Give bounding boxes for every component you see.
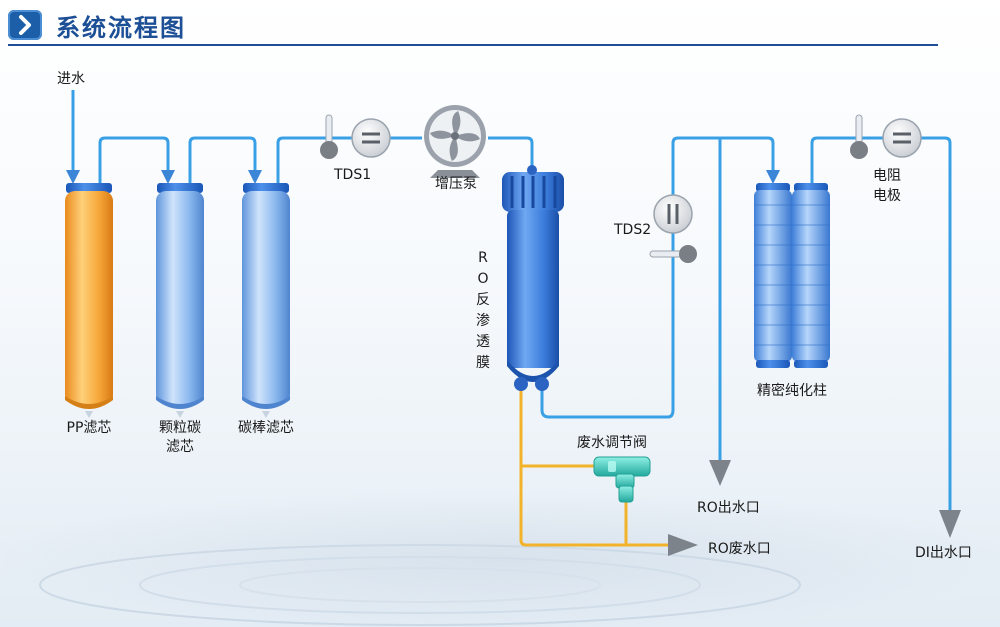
pipe-ro-waste	[519, 390, 668, 547]
arrow-right-icon	[668, 534, 698, 556]
arrow-down-icon	[161, 170, 175, 184]
flow-meter-icon	[351, 118, 391, 158]
arrow-down-icon	[766, 170, 780, 184]
tds2-label: TDS2	[614, 222, 652, 238]
water-line-group	[71, 90, 952, 512]
carbon-block-filter	[242, 183, 290, 418]
arrow-down-icon	[248, 170, 262, 184]
thermometer-icon	[850, 114, 868, 159]
polishing-column	[754, 183, 830, 368]
booster-pump-label: 增压泵	[435, 176, 477, 192]
thermometer-icon	[320, 114, 338, 159]
ro-membrane-label: RO反渗透膜	[476, 250, 490, 371]
header-divider	[8, 44, 938, 46]
granular-carbon-label-line2: 滤芯	[166, 439, 194, 455]
pipe-pp-to-granular	[98, 136, 170, 183]
polishing-column-label: 精密纯化柱	[757, 383, 827, 399]
ro-waste-outlet-label: RO废水口	[708, 541, 771, 557]
carbon-block-label: 碳棒滤芯	[238, 420, 294, 436]
flow-arrows	[66, 170, 961, 556]
flow-meter-icon	[882, 118, 922, 158]
arrow-down-icon	[709, 460, 731, 486]
pipe-carbon-to-pump	[276, 136, 422, 183]
page-title: 系统流程图	[56, 14, 186, 42]
pp-filter-label: PP滤芯	[66, 420, 112, 436]
waste-valve-label: 废水调节阀	[577, 435, 647, 451]
pump-fan-icon	[424, 105, 486, 178]
waste-valve	[593, 456, 651, 503]
inlet-label: 进水	[57, 71, 85, 87]
di-outlet-label: DI出水口	[915, 545, 972, 561]
arrow-down-icon	[66, 170, 80, 184]
chevron-right-icon	[8, 10, 42, 40]
pipe-pump-to-ro	[488, 136, 534, 168]
resistivity-label-line1: 电阻	[873, 168, 901, 184]
flow-meter-icon	[653, 194, 693, 234]
granular-carbon-filter	[156, 183, 204, 418]
ro-outlet-label: RO出水口	[697, 500, 760, 516]
tds1-label: TDS1	[334, 167, 372, 183]
pipe-column-to-di	[810, 136, 952, 512]
pp-filter	[65, 183, 113, 418]
thermometer-icon	[649, 245, 697, 263]
waste-line-group	[519, 390, 668, 547]
resistivity-label-line2: 电极	[873, 188, 901, 204]
water-ripple-background	[0, 490, 1000, 627]
pipe-ro-to-column	[540, 136, 775, 419]
granular-carbon-label-line1: 颗粒碳	[159, 420, 201, 436]
header: 系统流程图	[0, 0, 1000, 48]
arrow-down-icon	[939, 510, 961, 538]
ro-membrane	[502, 165, 564, 391]
pipe-granular-to-carbon	[188, 136, 257, 183]
